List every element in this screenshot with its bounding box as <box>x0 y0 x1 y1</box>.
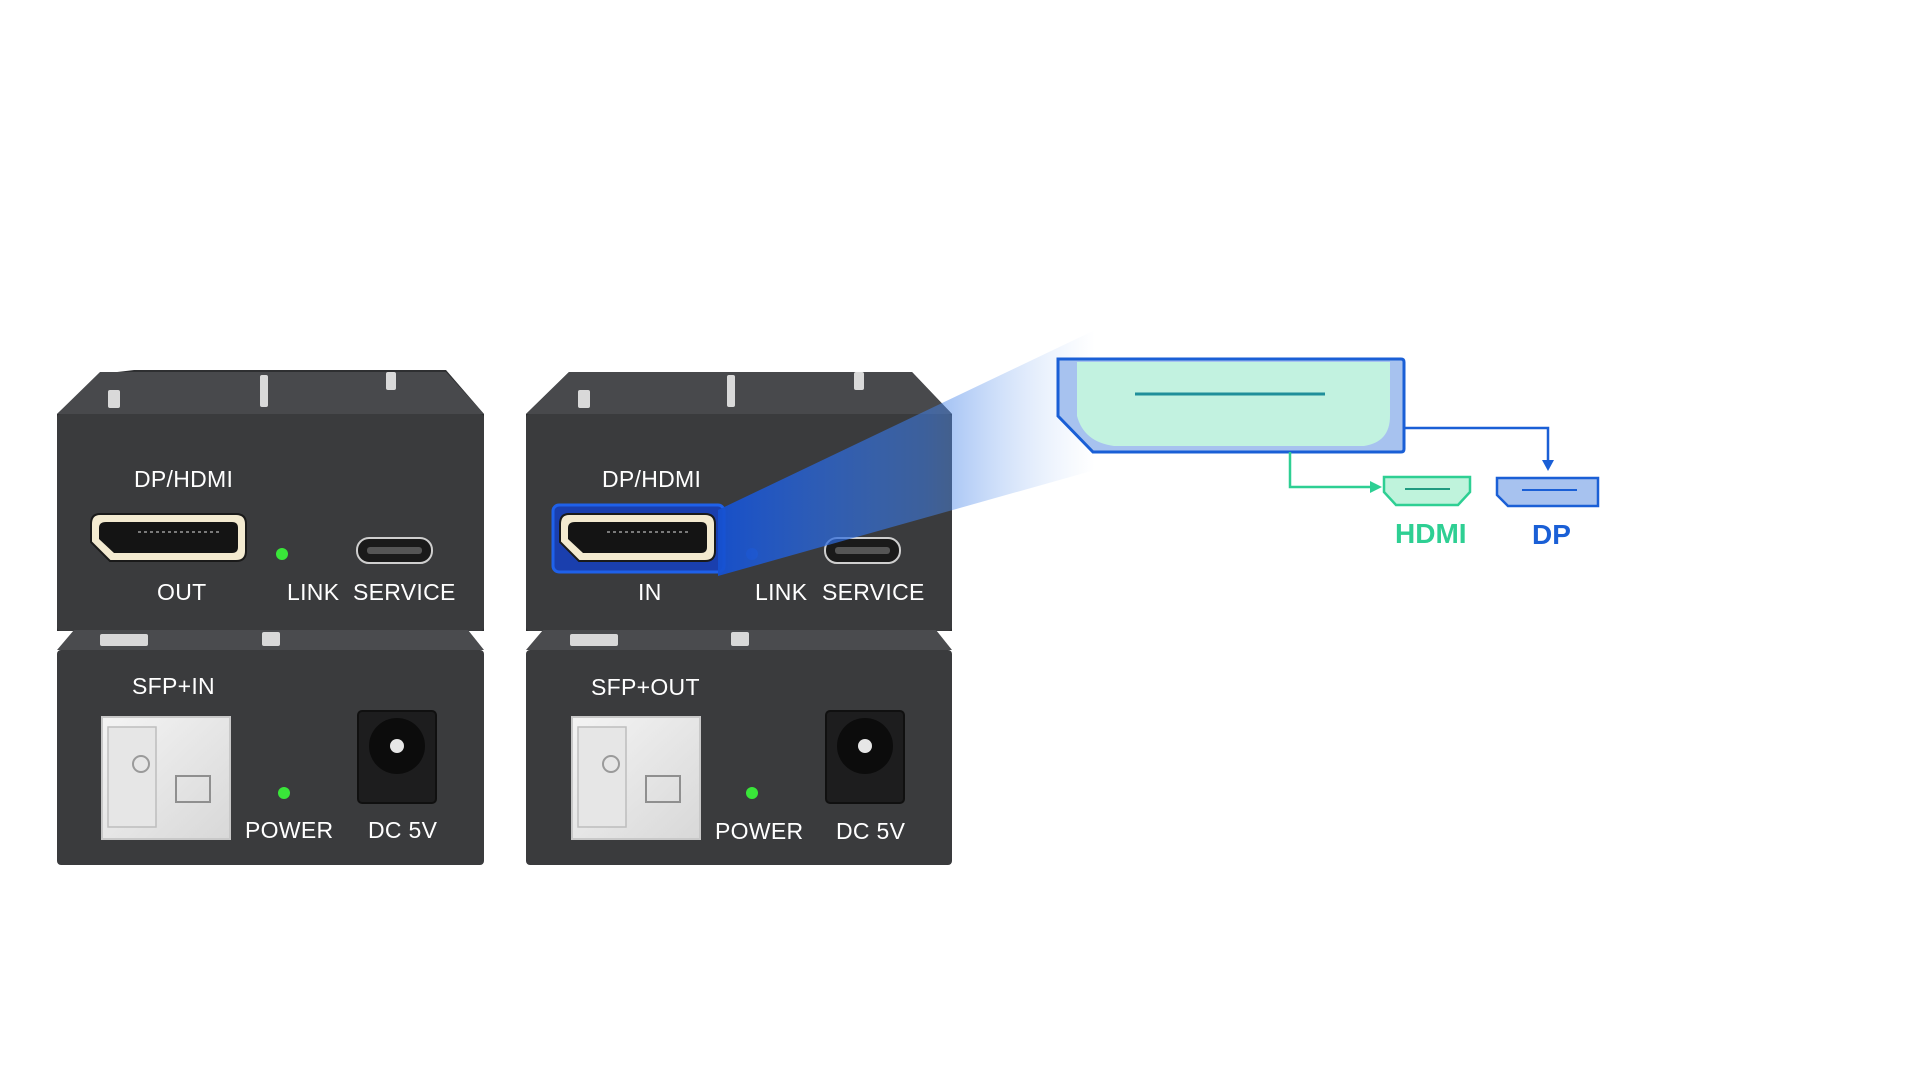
top-logo-marks <box>578 372 864 408</box>
hdmi-label: HDMI <box>1395 518 1467 549</box>
enlarged-port-callout <box>1056 357 1406 454</box>
bottom-logo-marks <box>570 632 749 646</box>
power-led <box>278 787 290 799</box>
link-label: LINK <box>287 579 340 605</box>
bottom-unit-left: SFP+IN POWER DC 5V <box>57 630 484 865</box>
sfp-cage[interactable] <box>571 716 701 840</box>
device-stack-left: DP/HDMI OUT LINK SERVICE <box>57 370 484 865</box>
port-label: OUT <box>157 579 206 605</box>
dp-label: DP <box>1532 519 1571 550</box>
connector-lines <box>1288 426 1554 493</box>
power-label: POWER <box>245 817 333 843</box>
power-label: POWER <box>715 818 803 844</box>
dc-power-jack[interactable] <box>357 710 437 804</box>
displayport-out-port[interactable] <box>90 513 247 562</box>
service-label: SERVICE <box>353 579 456 605</box>
sfp-cage[interactable] <box>101 716 231 840</box>
bottom-logo-marks <box>100 632 280 646</box>
port-label: IN <box>638 579 662 605</box>
displayport-in-port[interactable] <box>551 503 726 574</box>
port-header: DP/HDMI <box>602 466 701 492</box>
sfp-label: SFP+IN <box>132 673 215 699</box>
bottom-unit-right: SFP+OUT POWER DC 5V <box>526 630 952 865</box>
link-led <box>276 548 288 560</box>
hdmi-port-icon <box>1382 475 1472 507</box>
link-label: LINK <box>755 579 808 605</box>
power-led <box>746 787 758 799</box>
port-header: DP/HDMI <box>134 466 233 492</box>
dc-label: DC 5V <box>836 818 906 844</box>
service-label: SERVICE <box>822 579 925 605</box>
dc-label: DC 5V <box>368 817 438 843</box>
service-usb-c-port[interactable] <box>356 537 433 564</box>
dc-power-jack[interactable] <box>825 710 905 804</box>
top-logo-marks <box>108 372 396 408</box>
top-unit-left: DP/HDMI OUT LINK SERVICE <box>57 370 484 631</box>
service-usb-c-port[interactable] <box>824 537 901 564</box>
zoom-beam <box>718 330 1095 576</box>
dp-port-icon <box>1495 476 1600 508</box>
sfp-label: SFP+OUT <box>591 674 700 700</box>
